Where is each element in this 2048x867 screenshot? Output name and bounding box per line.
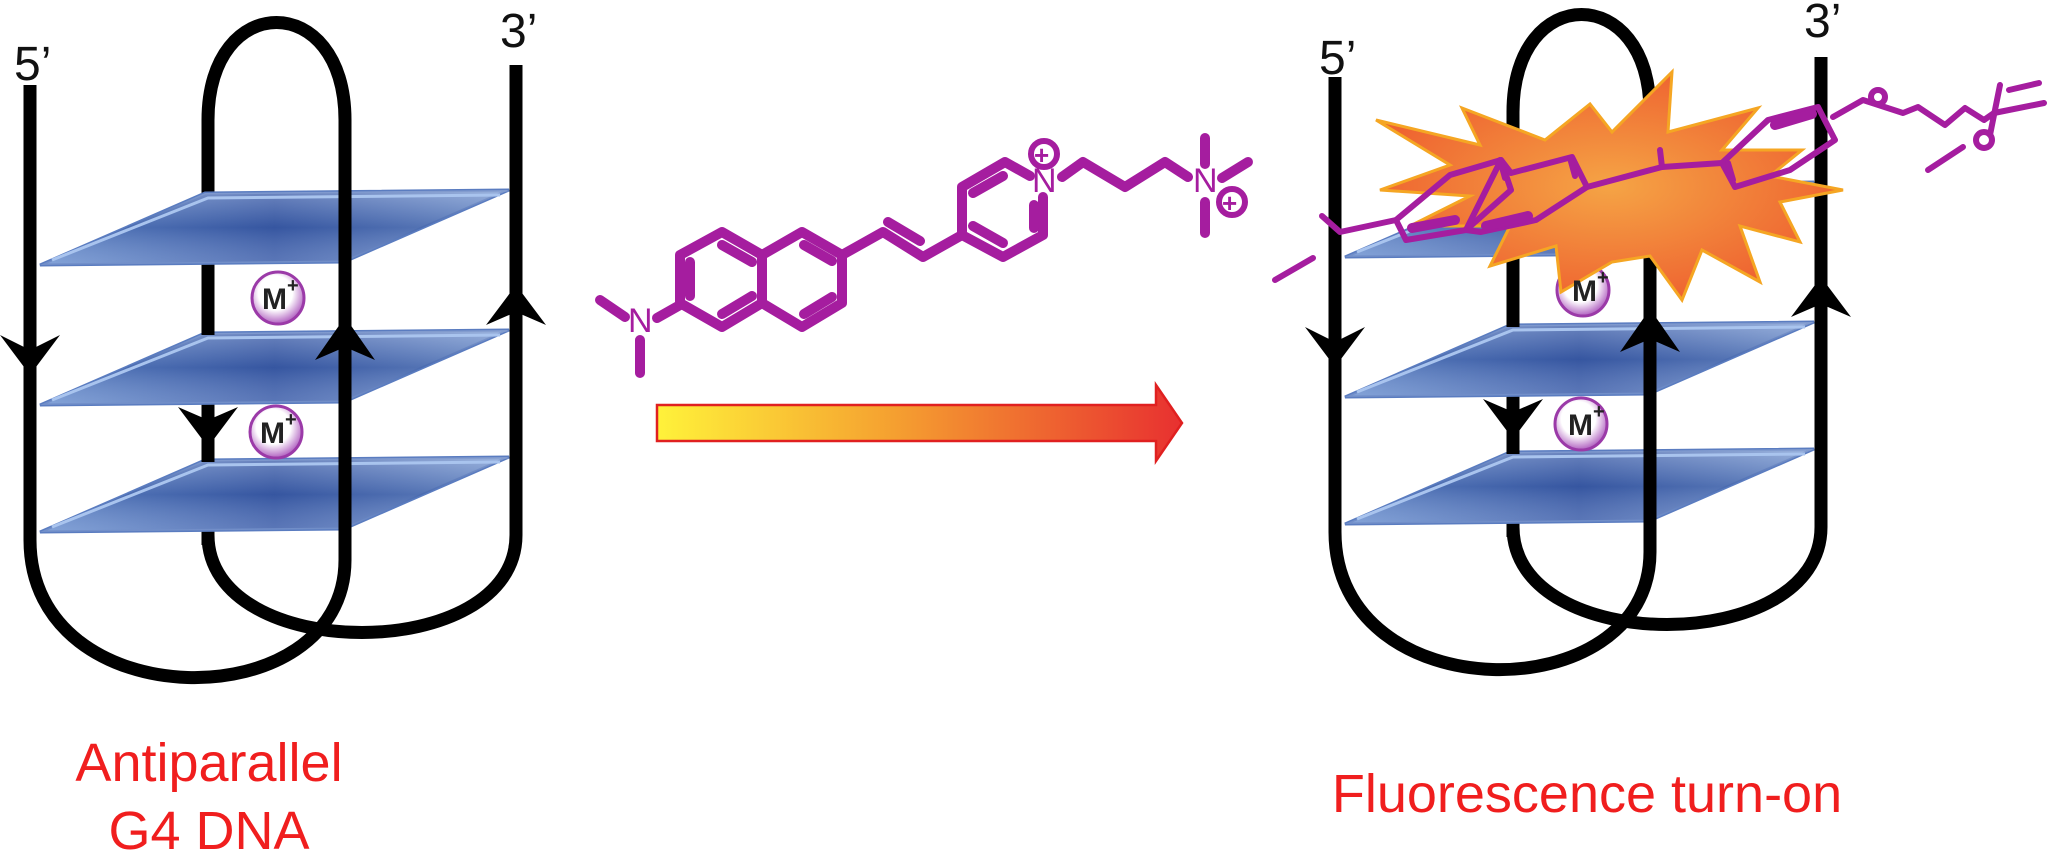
cation-charge: + [1593, 401, 1605, 423]
amine-nitrogen: N [628, 302, 653, 340]
positive-charge: + [1034, 140, 1049, 170]
reaction-arrow [655, 380, 1184, 466]
caption-antiparallel: Antiparallel [75, 733, 342, 793]
cation-label: M [1568, 409, 1593, 442]
fluorescence-burst-icon [1375, 68, 1844, 304]
cation-charge: + [285, 409, 297, 431]
three-prime-label: 3’ [1804, 0, 1841, 48]
three-prime-label: 3’ [500, 5, 537, 58]
bound-probe-molecule [1272, 80, 2047, 283]
caption-fluorescence-turn-on: Fluorescence turn-on [1332, 764, 1842, 824]
cation-label: M [1572, 275, 1597, 308]
five-prime-label: 5’ [14, 38, 51, 91]
caption-g4-dna: G4 DNA [108, 801, 309, 861]
cation-charge: + [1597, 267, 1609, 289]
cation-label: M [260, 417, 285, 450]
cation-label: M [262, 283, 287, 316]
cation-charge: + [287, 275, 299, 297]
antiparallel-g4-structure: M + M + 5’ 3’ [0, 5, 546, 678]
ligand-bound-g4-structure: M + M + 5’ 3’ [1272, 0, 2047, 670]
five-prime-label: 5’ [1319, 32, 1356, 85]
probe-molecule: N N + N + [595, 133, 1253, 378]
positive-charge: + [1222, 188, 1237, 218]
